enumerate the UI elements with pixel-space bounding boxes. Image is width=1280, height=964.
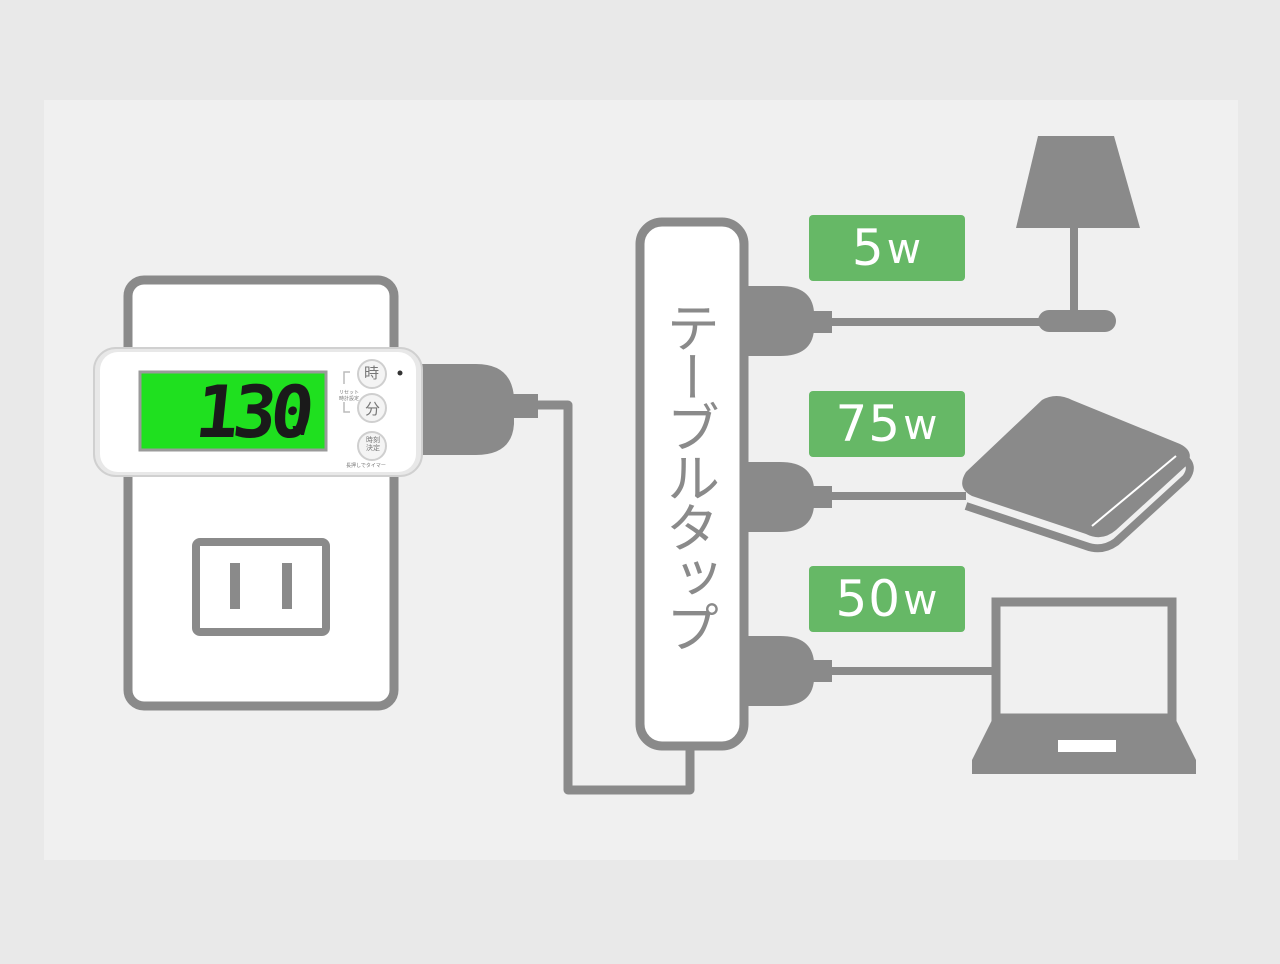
wattage-unit: w: [886, 223, 923, 273]
main-cord: [520, 400, 695, 795]
wattage-value: 75: [835, 395, 902, 453]
lamp-icon: [1016, 136, 1140, 332]
heating-pad-icon: [962, 396, 1194, 553]
reset-label: リセット 時計設定: [338, 390, 359, 402]
meter-plug-icon: [420, 364, 538, 455]
wattage-unit: w: [903, 399, 939, 449]
minute-button[interactable]: [357, 393, 387, 423]
timer-label: 長押しでタイマー: [346, 463, 386, 469]
wattage-unit: w: [903, 574, 939, 624]
wattage-value: 5: [851, 219, 885, 277]
hour-button[interactable]: [357, 359, 387, 389]
lcd-unit: w: [292, 420, 307, 439]
set-button[interactable]: [357, 431, 387, 461]
indicator-dot: [397, 370, 403, 376]
watt-meter: [93, 347, 423, 477]
plug-1-icon: [744, 286, 832, 356]
wall-outlet-icon: [192, 538, 330, 636]
minute-button-label: 分: [365, 400, 381, 418]
power-strip-label: テーブルタップ: [656, 300, 720, 650]
lcd-screen: [138, 370, 328, 452]
lcd-value: 130: [191, 370, 313, 454]
wattage-value: 50: [835, 570, 902, 628]
plug-3-icon: [744, 636, 832, 706]
plug-2-icon: [744, 462, 832, 532]
laptop-icon: [972, 597, 1196, 774]
wall-plate: [123, 275, 399, 711]
set-button-label: 時刻 決定: [366, 436, 380, 452]
hour-button-label: 時: [364, 364, 380, 382]
